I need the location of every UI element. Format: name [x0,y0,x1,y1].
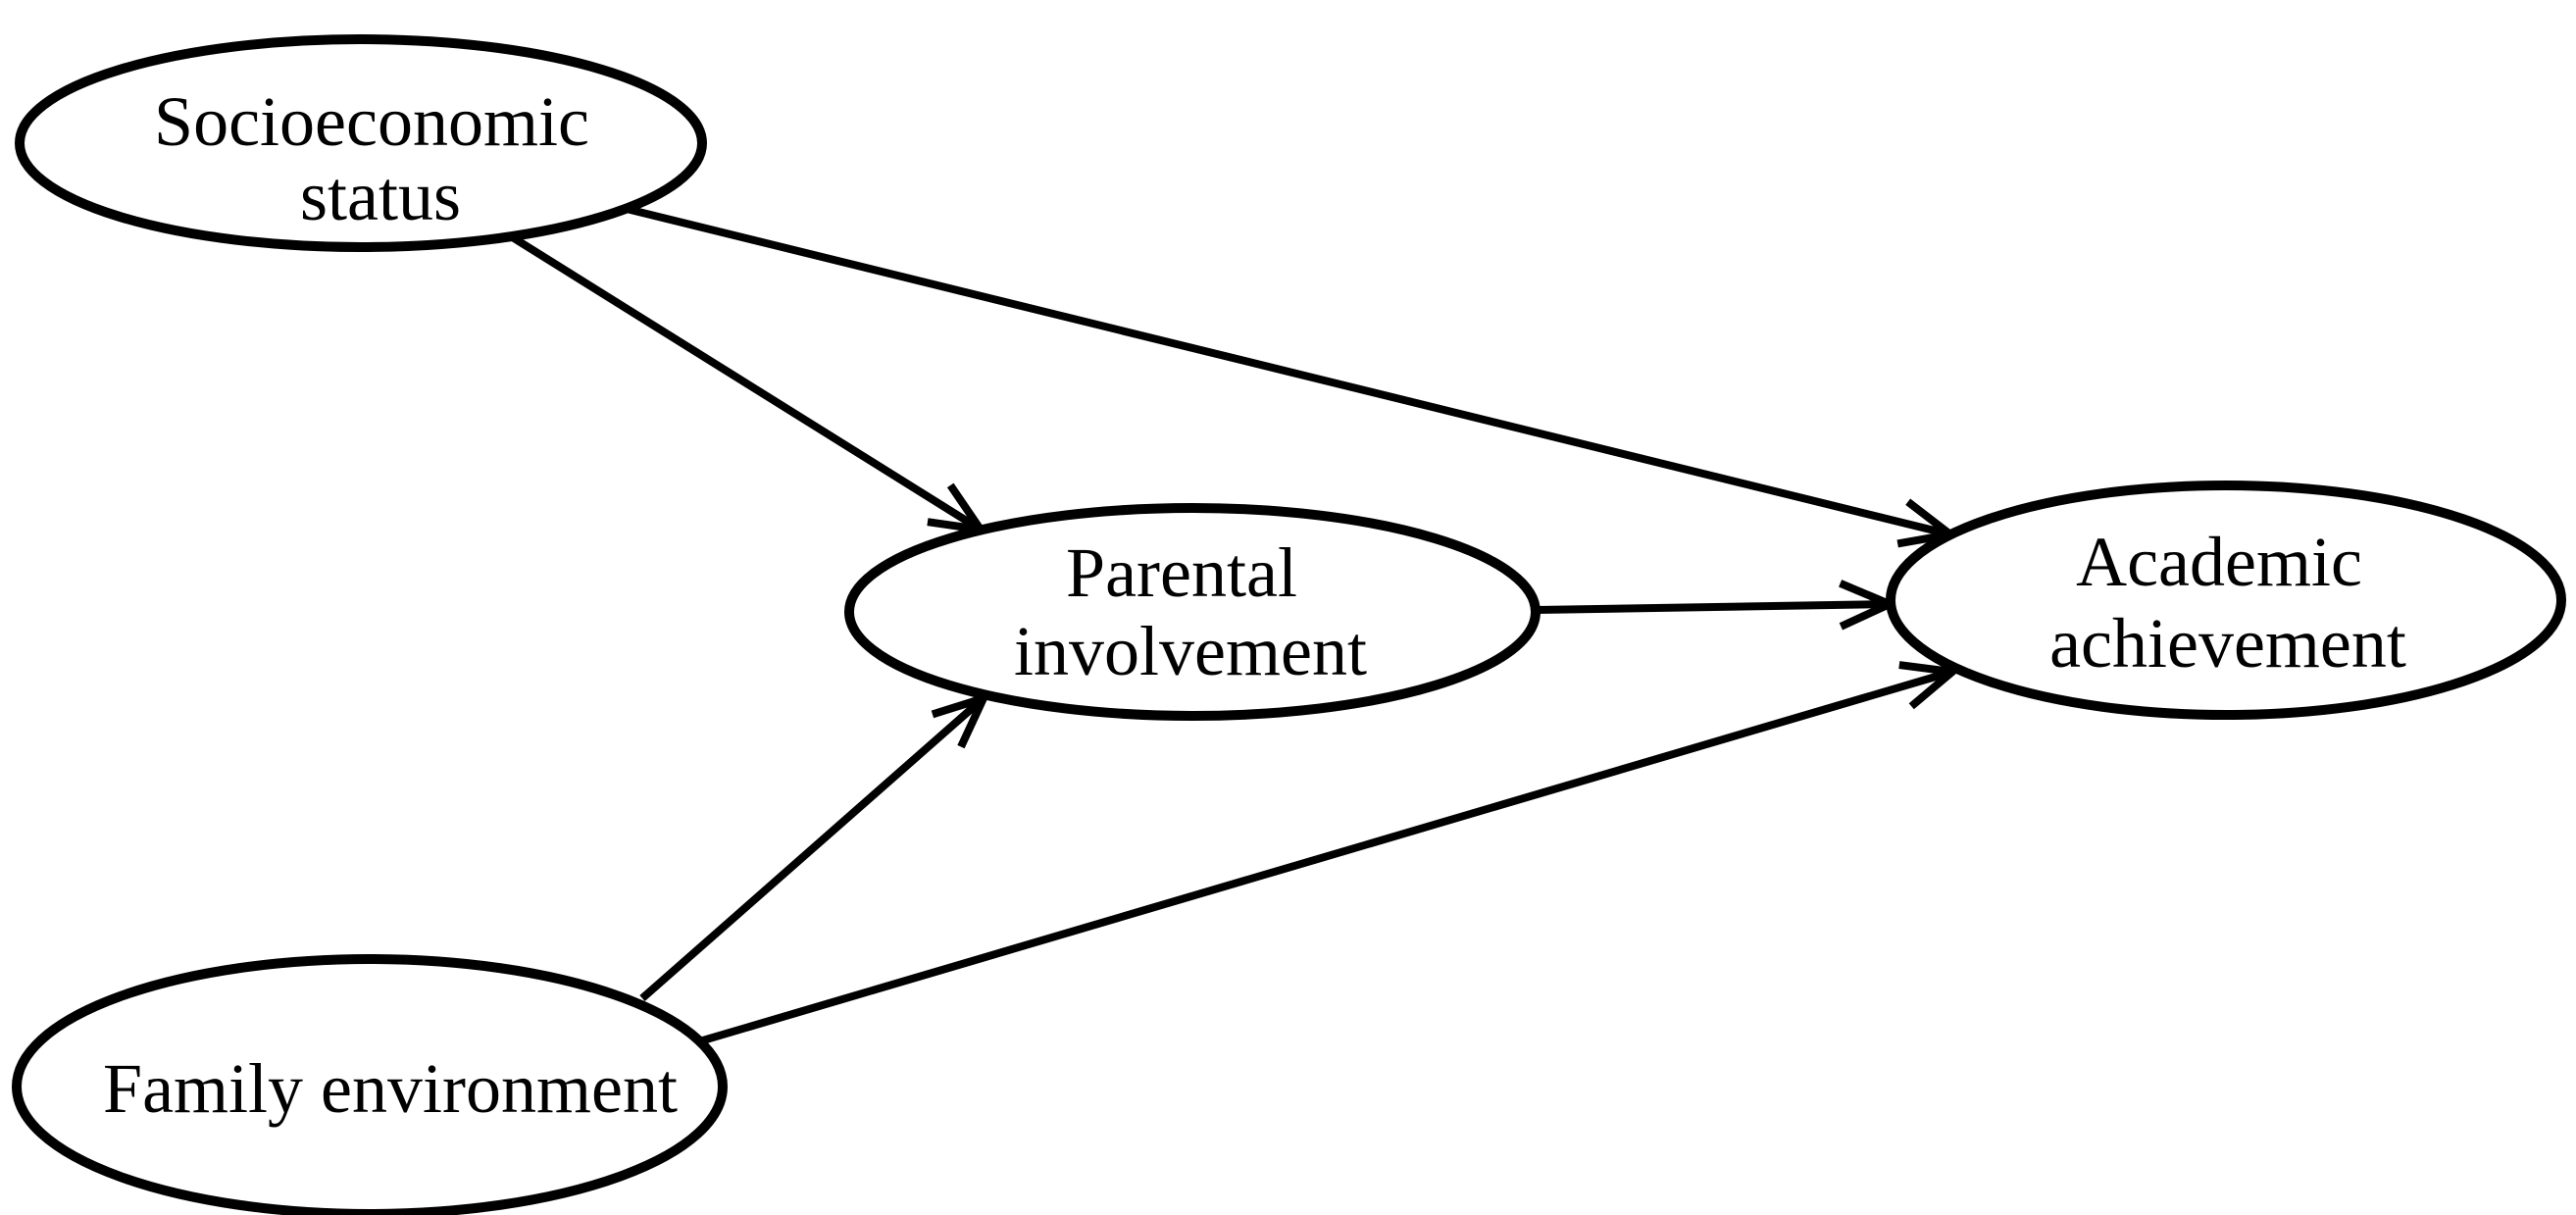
parental-involvement-label: Parental involvement [1014,533,1367,690]
edge-ses-to-parental-involvement-arrow [508,232,989,535]
node-family-environment: Family environment [12,954,728,1215]
parental-involvement-ellipse [844,503,1541,721]
edge-ses-to-academic-achievement-arrow [626,205,1960,548]
family-environment-label: Family environment [103,1049,678,1128]
edge-family-environment-to-academic-achievement-arrow [694,661,1962,1046]
academic-achievement-ellipse [1886,481,2566,720]
family-environment-ellipse [12,954,728,1215]
socioeconomic-status-label: Socioeconomic status [154,82,607,235]
academic-achievement-label: Academic achievement [2049,523,2406,683]
node-socioeconomic-status: Socioeconomic status [15,34,707,252]
edge-family-environment-to-parental-involvement-arrow [639,691,991,1002]
node-parental-involvement: Parental involvement [844,503,1541,721]
node-academic-achievement: Academic achievement [1886,481,2566,720]
socioeconomic-status-ellipse [15,34,707,252]
edge-parental-involvement-to-academic-achievement-arrow [1536,580,1899,631]
